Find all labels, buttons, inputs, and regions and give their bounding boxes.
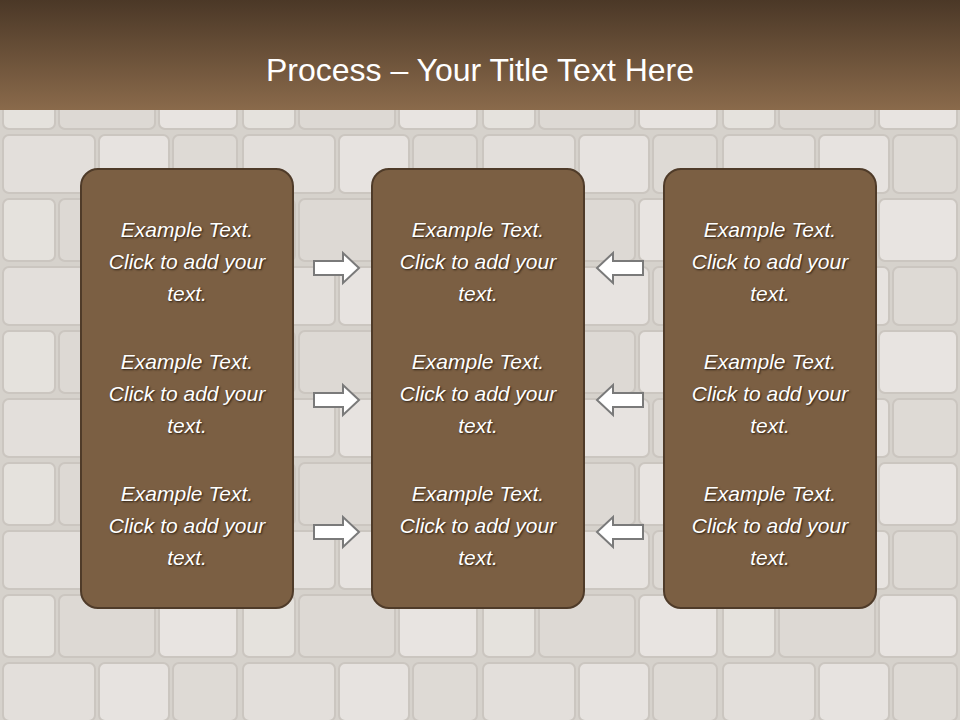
box-text: Example Text. Click to add your text. (689, 346, 851, 442)
box-text: Example Text. Click to add your text. (397, 346, 559, 442)
box-text: Example Text. Click to add your text. (397, 478, 559, 574)
block-arrow (314, 253, 359, 283)
box-text: Example Text. Click to add your text. (397, 214, 559, 310)
box-text: Example Text. Click to add your text. (106, 346, 268, 442)
block-arrow (314, 385, 359, 415)
box-text: Example Text. Click to add your text. (689, 214, 851, 310)
box-text: Example Text. Click to add your text. (106, 214, 268, 310)
process-box: Example Text. Click to add your text. Exa… (663, 168, 877, 609)
process-box: Example Text. Click to add your text. Exa… (80, 168, 294, 609)
block-arrow (597, 517, 643, 547)
box-text: Example Text. Click to add your text. (689, 478, 851, 574)
title-holder: Process – Your Title Text Here (0, 50, 960, 90)
box-text: Example Text. Click to add your text. (106, 478, 268, 574)
block-arrow (314, 517, 359, 547)
block-arrow (597, 385, 643, 415)
process-box: Example Text. Click to add your text. Exa… (371, 168, 585, 609)
block-arrow (597, 253, 643, 283)
slide-title: Process – Your Title Text Here (266, 52, 694, 88)
